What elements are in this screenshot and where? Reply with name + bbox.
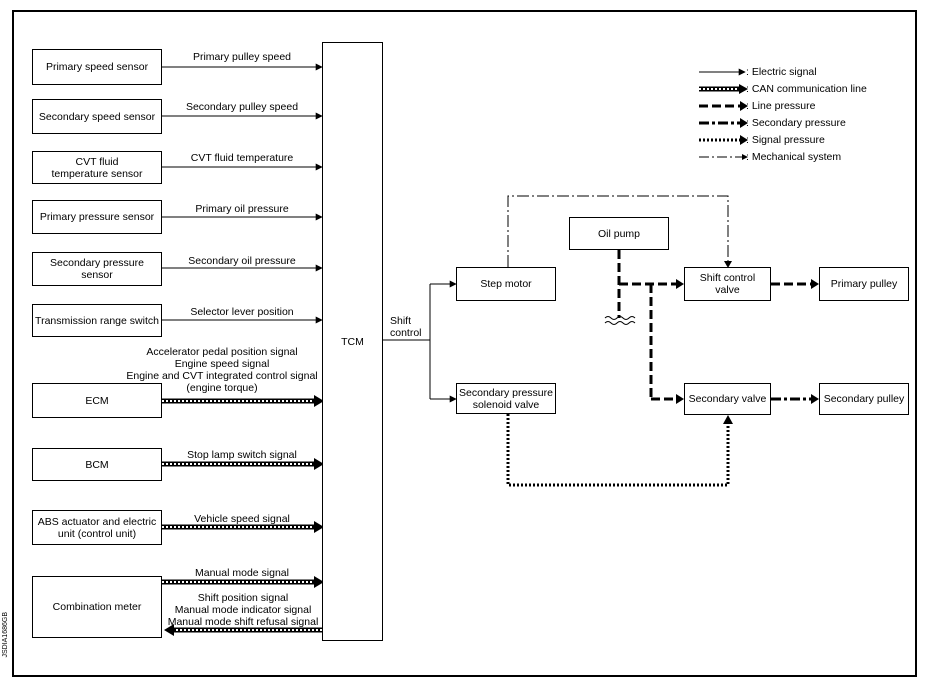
shift-control-valve-box: Shift control valve bbox=[684, 267, 771, 301]
combination-meter-box: Combination meter bbox=[32, 576, 162, 638]
oil-reservoir-symbol bbox=[604, 316, 636, 325]
signal-label-ecm: Accelerator pedal position signal Engine… bbox=[126, 346, 318, 394]
step-motor-box: Step motor bbox=[456, 267, 556, 301]
can-line-meter-out bbox=[164, 624, 322, 636]
primary-pulley-box: Primary pulley bbox=[819, 267, 909, 301]
legend-can-line: : CAN communication line bbox=[746, 83, 867, 95]
signal-label-cvt-fluid-temperature: CVT fluid temperature bbox=[190, 152, 294, 164]
legend-mechanical-system: : Mechanical system bbox=[746, 151, 842, 163]
primary-pressure-sensor-box: Primary pressure sensor bbox=[32, 200, 162, 234]
signal-label-secondary-pulley-speed: Secondary pulley speed bbox=[185, 101, 299, 113]
tcm-box: TCM bbox=[322, 42, 383, 641]
can-line-meter-in bbox=[162, 576, 324, 588]
can-line-bcm bbox=[162, 458, 324, 470]
figure-code: JSDIA1686GB bbox=[2, 612, 9, 658]
mechanical-link bbox=[507, 195, 729, 267]
signal-label-meter-return: Shift position signal Manual mode indica… bbox=[167, 592, 319, 628]
shift-control-label: Shift control bbox=[390, 315, 422, 339]
signal-label-primary-pulley-speed: Primary pulley speed bbox=[192, 51, 292, 63]
secondary-valve-box: Secondary valve bbox=[684, 383, 771, 415]
primary-speed-sensor-box: Primary speed sensor bbox=[32, 49, 162, 85]
legend-line-pressure: : Line pressure bbox=[746, 100, 816, 112]
signal-label-secondary-oil-pressure: Secondary oil pressure bbox=[188, 255, 296, 267]
transmission-range-switch-box: Transmission range switch bbox=[32, 304, 162, 337]
signal-pressure-line bbox=[506, 414, 730, 487]
oil-pump-box: Oil pump bbox=[569, 217, 669, 250]
cvt-fluid-temp-sensor-box: CVT fluid temperature sensor bbox=[32, 151, 162, 184]
signal-label-primary-oil-pressure: Primary oil pressure bbox=[195, 203, 289, 215]
secondary-speed-sensor-box: Secondary speed sensor bbox=[32, 99, 162, 134]
signal-label-manual-mode: Manual mode signal bbox=[195, 567, 289, 579]
signal-label-stop-lamp-switch: Stop lamp switch signal bbox=[187, 449, 297, 461]
secondary-pulley-box: Secondary pulley bbox=[819, 383, 909, 415]
can-line-ecm bbox=[162, 395, 324, 407]
can-line-abs bbox=[162, 521, 324, 533]
diagram-frame bbox=[12, 10, 917, 677]
ecm-box: ECM bbox=[32, 383, 162, 418]
signal-label-selector-lever-position: Selector lever position bbox=[190, 306, 294, 318]
abs-actuator-box: ABS actuator and electric unit (control … bbox=[32, 510, 162, 545]
legend-electric-signal: : Electric signal bbox=[746, 66, 817, 78]
bcm-box: BCM bbox=[32, 448, 162, 481]
secondary-pressure-solenoid-box: Secondary pressure solenoid valve bbox=[456, 383, 556, 414]
legend-samples bbox=[699, 68, 748, 160]
secondary-pressure-sensor-box: Secondary pressure sensor bbox=[32, 252, 162, 286]
legend-secondary-pressure: : Secondary pressure bbox=[746, 117, 846, 129]
legend-signal-pressure: : Signal pressure bbox=[746, 134, 825, 146]
signal-label-vehicle-speed: Vehicle speed signal bbox=[194, 513, 290, 525]
